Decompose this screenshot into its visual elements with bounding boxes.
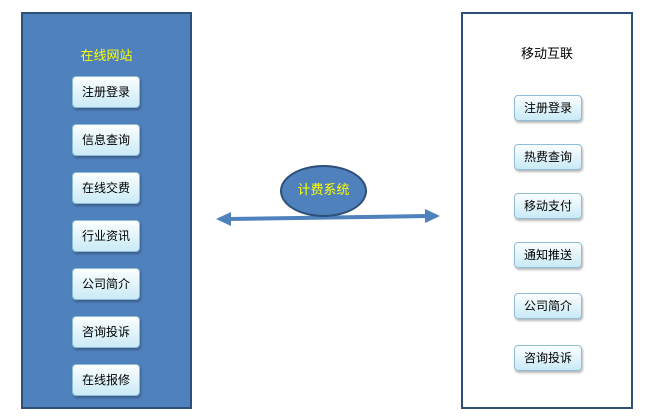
left-company-intro-button[interactable]: 公司简介 xyxy=(72,268,140,300)
left-info-query-button[interactable]: 信息查询 xyxy=(72,124,140,156)
left-industry-news-button[interactable]: 行业资讯 xyxy=(72,220,140,252)
left-online-payment-button[interactable]: 在线交费 xyxy=(72,172,140,204)
left-online-repair-button[interactable]: 在线报修 xyxy=(72,364,140,396)
left-register-login-button[interactable]: 注册登录 xyxy=(72,76,140,108)
left-consult-complaint-button[interactable]: 咨询投诉 xyxy=(72,316,140,348)
right-heating-fee-query-button[interactable]: 热费查询 xyxy=(514,144,582,170)
right-consult-complaint-button[interactable]: 咨询投诉 xyxy=(514,345,582,371)
right-company-intro-button[interactable]: 公司简介 xyxy=(514,293,582,319)
online-website-panel: 在线网站 注册登录 信息查询 在线交费 行业资讯 公司简介 咨询投诉 在线报修 xyxy=(21,12,192,409)
right-mobile-payment-button[interactable]: 移动支付 xyxy=(514,193,582,219)
mobile-internet-panel: 移动互联 注册登录 热费查询 移动支付 通知推送 公司简介 咨询投诉 xyxy=(461,12,633,409)
billing-system-node: 计费系统 xyxy=(280,165,367,217)
online-website-title: 在线网站 xyxy=(80,49,133,64)
mobile-internet-title: 移动互联 xyxy=(520,47,573,62)
right-register-login-button[interactable]: 注册登录 xyxy=(514,95,582,121)
right-notification-push-button[interactable]: 通知推送 xyxy=(514,242,582,268)
